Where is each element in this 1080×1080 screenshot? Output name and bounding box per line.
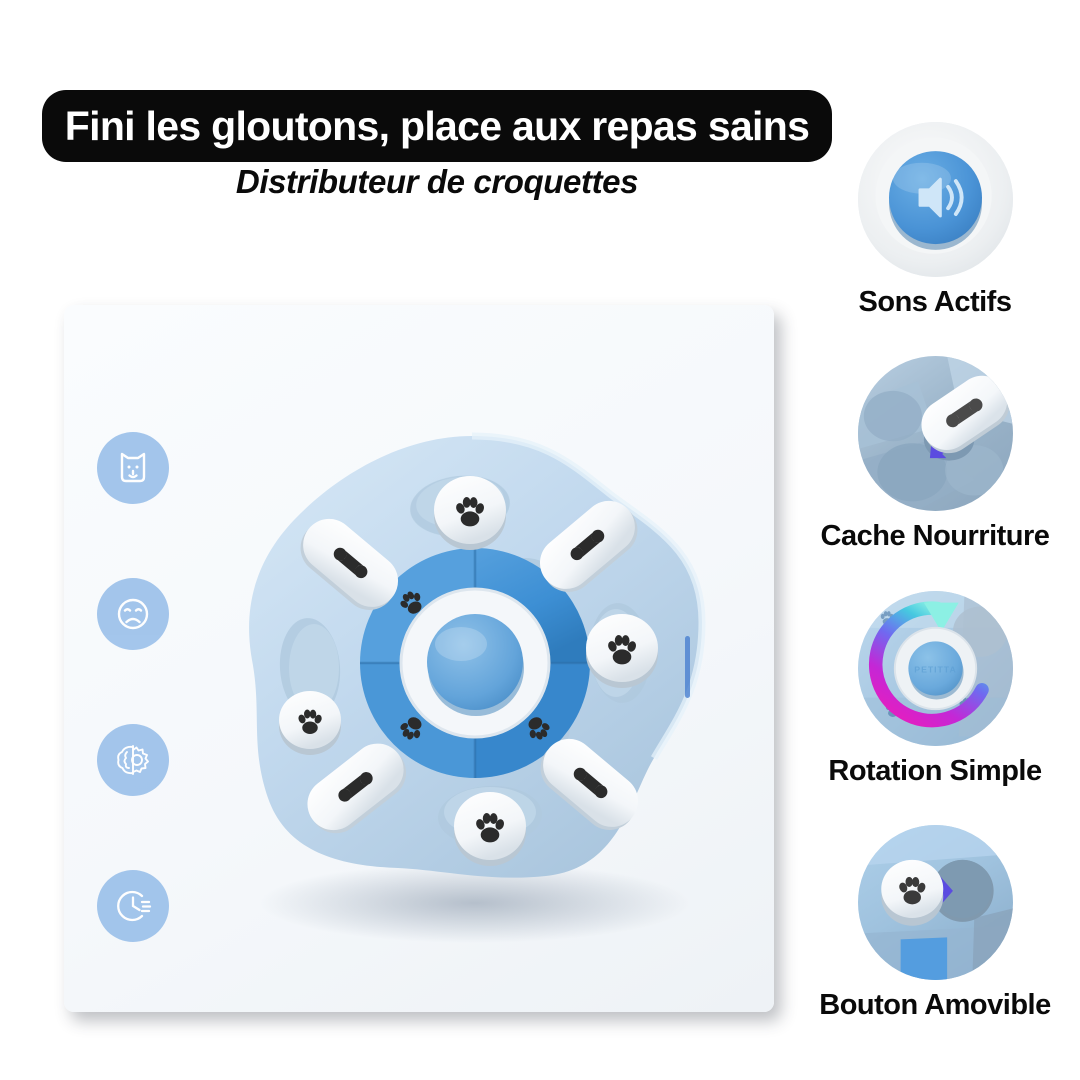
sad-face-icon bbox=[117, 598, 149, 630]
brain-gear-icon bbox=[117, 745, 149, 775]
feature-thumbnail-cache-nourriture bbox=[857, 356, 1013, 512]
product-illustration bbox=[190, 398, 750, 958]
rotation-arrow-icon bbox=[868, 601, 989, 727]
feature-rotation-simple[interactable]: PETITTA Rotation Simple bbox=[790, 590, 1080, 788]
benefit-badge-sad-face bbox=[97, 578, 169, 650]
bone-slider-icon bbox=[920, 376, 1009, 454]
subtitle: Distributeur de croquettes bbox=[235, 163, 639, 200]
paw-caps bbox=[279, 476, 658, 866]
speaker-icon bbox=[918, 177, 964, 218]
feature-thumbnail-bouton-amovible bbox=[857, 824, 1013, 980]
svg-text:PETITTA: PETITTA bbox=[914, 664, 956, 674]
dog-face-icon bbox=[120, 452, 146, 483]
feature-label-cache-nourriture: Cache Nourriture bbox=[820, 520, 1050, 553]
benefit-badge-dog-face bbox=[97, 432, 169, 504]
feature-sons-actifs[interactable]: Sons Actifs bbox=[790, 122, 1080, 319]
feature-cache-nourriture[interactable]: Cache Nourriture bbox=[790, 356, 1080, 553]
bone-sliders bbox=[300, 500, 639, 834]
paw-cap-icon bbox=[880, 859, 943, 926]
benefit-badge-clock-speed bbox=[97, 870, 169, 942]
page-title: Fini les gloutons, place aux repas sains bbox=[64, 102, 810, 149]
feature-list: Sons Actifs bbox=[790, 122, 1080, 1022]
feature-label-sons-actifs: Sons Actifs bbox=[858, 286, 1012, 318]
feature-thumbnail-sons-actifs bbox=[857, 122, 1013, 277]
feature-label-bouton-amovible: Bouton Amovible bbox=[819, 988, 1051, 1021]
feature-thumbnail-rotation-simple: PETITTA bbox=[857, 590, 1013, 746]
edge-accent-mark bbox=[685, 636, 690, 698]
center-rotating-disc bbox=[360, 548, 590, 778]
feature-bouton-amovible[interactable]: Bouton Amovible bbox=[790, 824, 1080, 1022]
benefit-badge-brain-gear bbox=[97, 724, 169, 796]
clock-speed-icon bbox=[117, 890, 152, 922]
benefit-icon-rail bbox=[97, 432, 171, 942]
feature-label-rotation-simple: Rotation Simple bbox=[828, 754, 1042, 787]
headline-banner: Fini les gloutons, place aux repas sains bbox=[42, 90, 832, 162]
